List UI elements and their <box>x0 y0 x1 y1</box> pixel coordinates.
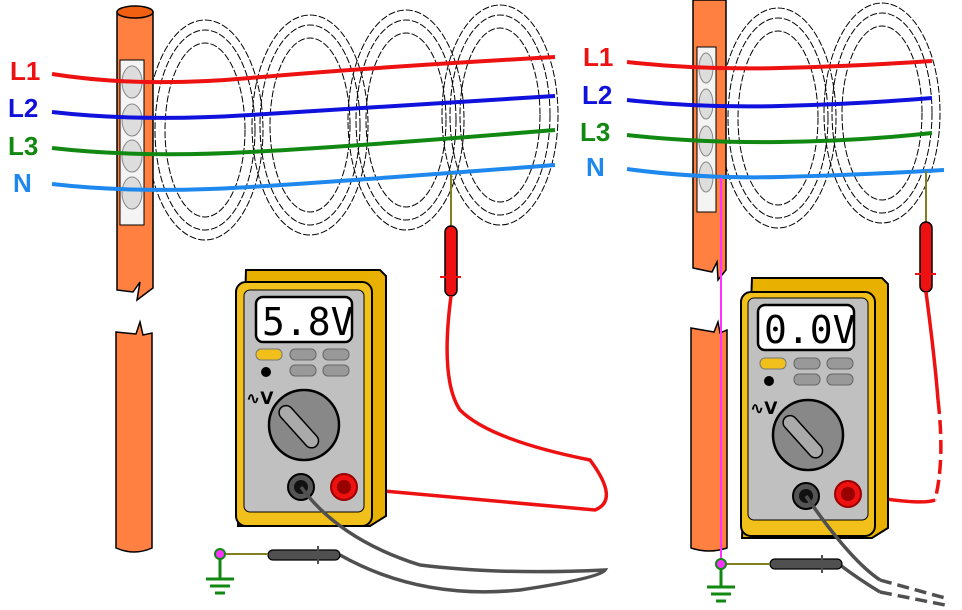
magnetic-field-rings <box>719 2 941 229</box>
black-probe <box>722 555 843 573</box>
meter-button <box>793 373 821 386</box>
ac-volts-symbol: ∿V <box>750 399 778 419</box>
label-L2: L2 <box>8 93 38 123</box>
meter-button-yellow <box>759 357 787 370</box>
meter-button <box>826 373 854 386</box>
label-L2: L2 <box>582 80 612 110</box>
label-L3: L3 <box>8 131 38 161</box>
conductor-L3 <box>626 131 933 145</box>
multimeter-right: 0.0V ∿V <box>740 277 889 539</box>
meter-button-yellow <box>255 348 283 361</box>
red-probe <box>349 174 609 512</box>
meter-button <box>793 357 821 370</box>
field-ring <box>347 9 465 231</box>
field-ring <box>251 14 369 236</box>
conductor-L1 <box>626 59 933 71</box>
conductors <box>51 55 556 192</box>
lcd-display <box>254 295 354 344</box>
red-lead <box>924 291 940 401</box>
multimeter-left: 5.8V ∿V <box>235 269 387 527</box>
label-N: N <box>13 168 32 198</box>
rotary-dial <box>267 388 341 462</box>
meter-button <box>826 357 854 370</box>
field-ring <box>823 2 941 224</box>
conductor-L2 <box>51 94 556 120</box>
pole-lower <box>690 319 728 552</box>
lcd-display <box>756 303 856 352</box>
meter-reading: 0.0V <box>764 308 856 352</box>
volt-jack <box>330 473 358 501</box>
left-panel: L1 L2 L3 N 5.8V ∿V <box>8 4 609 595</box>
black-lead <box>804 495 881 582</box>
field-ring <box>146 19 264 241</box>
conductor-L1 <box>51 55 556 85</box>
conductors <box>626 59 945 180</box>
right-panel: L1 L2 L3 N 0.0V ∿V <box>580 0 946 607</box>
black-probe <box>222 546 341 564</box>
magnetic-field-rings <box>146 4 559 241</box>
insulator-rack <box>696 46 717 213</box>
label-N: N <box>586 152 605 182</box>
conductor-L3 <box>51 128 556 157</box>
meter-button <box>289 364 317 377</box>
conductor-N <box>626 167 945 180</box>
rotary-dial <box>771 398 845 472</box>
red-lead <box>349 295 609 512</box>
label-L1: L1 <box>10 56 40 86</box>
pole-lower <box>115 319 153 553</box>
field-ring <box>441 4 559 226</box>
label-L1: L1 <box>583 42 613 72</box>
field-ring <box>719 7 837 229</box>
ac-volts-symbol: ∿V <box>246 389 274 409</box>
meter-button <box>322 348 350 361</box>
label-L3: L3 <box>580 117 610 147</box>
black-lead <box>299 485 609 594</box>
meter-button <box>289 348 317 361</box>
earth-symbol <box>707 558 735 603</box>
meter-button <box>322 364 350 377</box>
earth-symbol <box>206 548 234 595</box>
conductor-N <box>51 163 556 192</box>
volt-jack <box>834 480 862 508</box>
conductor-L2 <box>626 96 933 109</box>
insulator-rack <box>119 59 145 226</box>
meter-reading: 5.8V <box>262 300 354 344</box>
